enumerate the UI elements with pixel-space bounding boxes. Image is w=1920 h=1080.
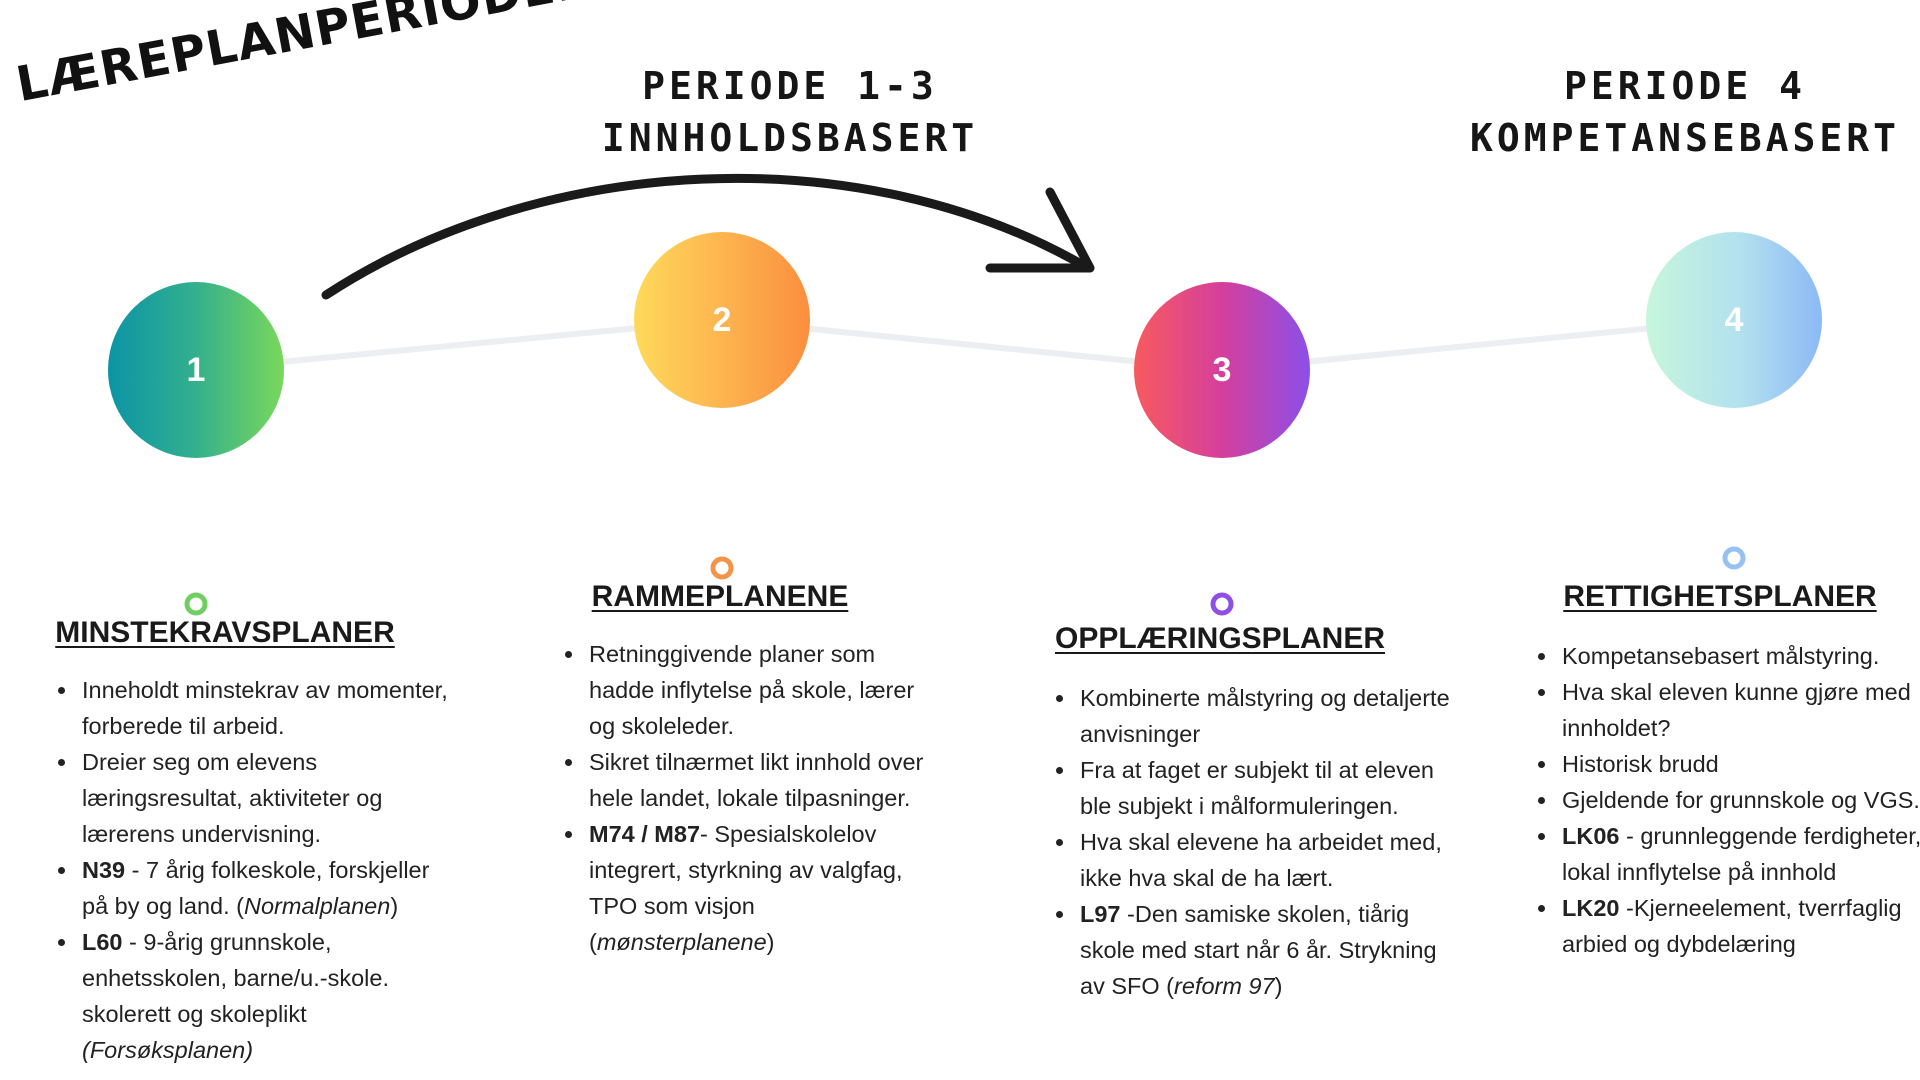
curved-arrow-icon xyxy=(321,173,1095,300)
step-bullets-2: Retninggivende planer som hadde inflytel… xyxy=(537,636,939,960)
bullet-item: Kombinerte målstyring og detaljerte anvi… xyxy=(1050,680,1450,752)
bullet-text: -Den samiske skolen, tiårig skole med st… xyxy=(1080,901,1437,999)
step-number: 1 xyxy=(186,350,206,389)
bullet-text: - 7 årig folkeskole, forskjeller på by o… xyxy=(82,857,430,919)
step-number: 2 xyxy=(712,300,732,339)
bullet-plan-name: (Forsøksplanen) xyxy=(82,1037,254,1063)
bullet-item: Kompetansebasert målstyring. xyxy=(1532,638,1920,674)
bullet-text-end: ) xyxy=(390,893,399,919)
bullet-item: Sikret tilnærmet likt innhold over hele … xyxy=(559,744,939,816)
bullet-plan-name: reform 97 xyxy=(1174,973,1275,999)
step-circle-2: 2 xyxy=(634,232,810,408)
bullet-item: L60 - 9-årig grunnskole, enhetsskolen, b… xyxy=(52,924,452,1068)
bullet-item: LK20 -Kjerneelement, tverrfaglig arbied … xyxy=(1532,890,1920,962)
period-header-line: KOMPETANSEBASERT xyxy=(1469,116,1901,160)
bullet-item: N39 - 7 årig folkeskole, forskjeller på … xyxy=(52,852,452,924)
bullet-text: Hva skal elevene ha arbeidet med, ikke h… xyxy=(1080,829,1442,891)
period-header-competence: PERIODE 4 KOMPETANSEBASERT xyxy=(1450,60,1920,164)
bullet-item: Retninggivende planer som hadde inflytel… xyxy=(559,636,939,744)
bullet-text: - 9-årig grunnskole, enhetsskolen, barne… xyxy=(82,929,389,1027)
bullet-code: LK20 xyxy=(1562,895,1620,921)
bullet-item: Dreier seg om elevens læringsresultat, a… xyxy=(52,744,452,852)
bullet-text: Historisk brudd xyxy=(1562,751,1719,777)
bullet-item: M74 / M87- Spesialskolelov integrert, st… xyxy=(559,816,939,960)
stem-end-4 xyxy=(1722,546,1746,570)
period-header-line: PERIODE 4 xyxy=(1564,64,1806,108)
period-header-line: PERIODE 1-3 xyxy=(642,64,938,108)
bullet-item: L97 -Den samiske skolen, tiårig skole me… xyxy=(1050,896,1450,1004)
bullet-item: Fra at faget er subjekt til at eleven bl… xyxy=(1050,752,1450,824)
period-header-content: PERIODE 1-3 INNHOLDSBASERT xyxy=(560,60,1020,164)
bullet-item: Hva skal elevene ha arbeidet med, ikke h… xyxy=(1050,824,1450,896)
step-circle-4: 4 xyxy=(1646,232,1822,408)
bullet-text-end: ) xyxy=(1274,973,1283,999)
stem-end-3 xyxy=(1210,592,1234,616)
bullet-item: Inneholdt minstekrav av momenter, forber… xyxy=(52,672,452,744)
stem-end-2 xyxy=(710,556,734,580)
bullet-text: Kombinerte målstyring og detaljerte anvi… xyxy=(1080,685,1450,747)
bullet-code: L97 xyxy=(1080,901,1121,927)
bullet-text: -Kjerneelement, tverrfaglig arbied og dy… xyxy=(1562,895,1902,957)
bullet-text: Sikret tilnærmet likt innhold over hele … xyxy=(589,749,924,811)
step-title-3: OPPLÆRINGSPLANER xyxy=(1054,622,1386,655)
stem-end-1 xyxy=(184,592,208,616)
bullet-item: Hva skal eleven kunne gjøre med innholde… xyxy=(1532,674,1920,746)
bullet-code: M74 / M87 xyxy=(589,821,701,847)
step-bullets-3: Kombinerte målstyring og detaljerte anvi… xyxy=(1028,680,1450,1004)
bullet-code: L60 xyxy=(82,929,123,955)
step-circle-1: 1 xyxy=(108,282,284,458)
step-number: 3 xyxy=(1212,350,1232,389)
bullet-item: Historisk brudd xyxy=(1532,746,1920,782)
bullet-text: Kompetansebasert målstyring. xyxy=(1562,643,1880,669)
bullet-text: Gjeldende for grunnskole og VGS. xyxy=(1562,787,1920,813)
step-bullets-1: Inneholdt minstekrav av momenter, forber… xyxy=(30,672,452,1068)
bullet-code: LK06 xyxy=(1562,823,1620,849)
bullet-text: Dreier seg om elevens læringsresultat, a… xyxy=(82,749,383,847)
step-circle-3: 3 xyxy=(1134,282,1310,458)
bullet-text: Fra at faget er subjekt til at eleven bl… xyxy=(1080,757,1434,819)
bullet-text: - grunnleggende ferdigheter, lokal innfl… xyxy=(1562,823,1920,885)
step-title-2: RAMMEPLANENE xyxy=(591,580,849,613)
bullet-item: LK06 - grunnleggende ferdigheter, lokal … xyxy=(1532,818,1920,890)
step-title-4: RETTIGHETSPLANER xyxy=(1563,580,1877,613)
bullet-text: - Spesialskolelov integrert, styrkning a… xyxy=(589,821,903,955)
bullet-plan-name: mønsterplanene xyxy=(596,929,767,955)
step-title-1: MINSTEKRAVSPLANER xyxy=(55,616,395,649)
timeline-connector xyxy=(193,316,1737,374)
period-header-line: INNHOLDSBASERT xyxy=(601,116,979,160)
bullet-item: Gjeldende for grunnskole og VGS. xyxy=(1532,782,1920,818)
bullet-text: Retninggivende planer som hadde inflytel… xyxy=(589,641,915,739)
bullet-text-end: ) xyxy=(766,929,775,955)
bullet-plan-name: Normalplanen xyxy=(244,893,391,919)
bullet-text: Hva skal eleven kunne gjøre med innholde… xyxy=(1562,679,1911,741)
bullet-code: N39 xyxy=(82,857,126,883)
bullet-text: Inneholdt minstekrav av momenter, forber… xyxy=(82,677,448,739)
step-number: 4 xyxy=(1724,300,1744,339)
step-bullets-4: Kompetansebasert målstyring. Hva skal ele… xyxy=(1510,638,1920,962)
